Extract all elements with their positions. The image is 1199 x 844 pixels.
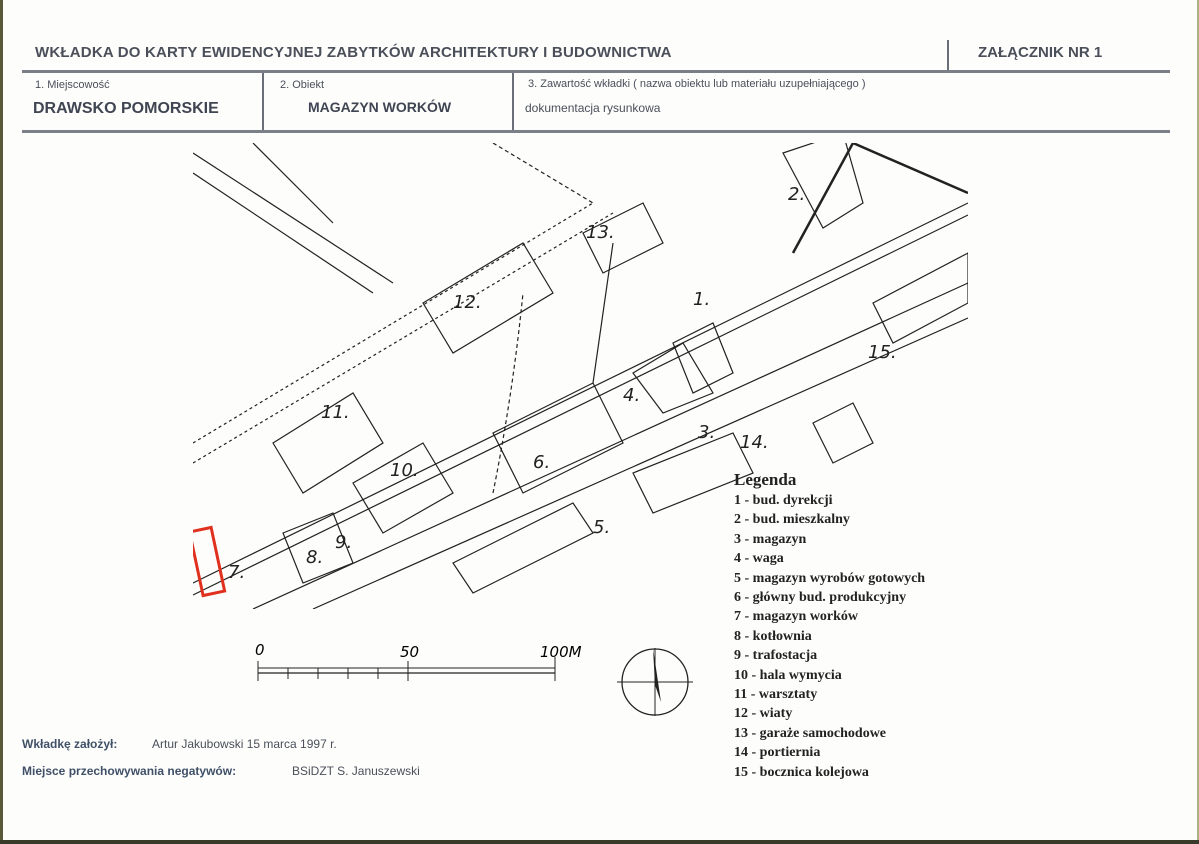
scan-edge xyxy=(0,0,3,844)
building-11 xyxy=(272,392,384,494)
legend-item: 12 - wiaty xyxy=(734,706,793,722)
building-13 xyxy=(582,202,664,274)
boundary-line xyxy=(492,143,594,204)
road-line xyxy=(252,143,334,224)
building-6 xyxy=(492,382,624,494)
building-1 xyxy=(672,322,734,394)
map-label-10: 10. xyxy=(390,460,419,481)
map-label-6: 6. xyxy=(533,452,550,473)
document-title: WKŁADKA DO KARTY EWIDENCYJNEJ ZABYTKÓW A… xyxy=(35,44,672,61)
annex-number: ZAŁĄCZNIK NR 1 xyxy=(978,44,1103,61)
author-label: Wkładkę założył: xyxy=(22,737,118,751)
map-label-9: 9. xyxy=(335,532,352,553)
map-label-13: 13. xyxy=(586,222,615,243)
content-label: 3. Zawartość wkładki ( nazwa obiektu lub… xyxy=(528,78,866,90)
scale-end: 100M xyxy=(540,643,582,661)
map-label-2: 2. xyxy=(788,184,805,205)
divider xyxy=(262,73,264,131)
legend-item: 2 - bud. mieszkalny xyxy=(734,512,850,528)
locality-label: 1. Miejscowość xyxy=(35,79,110,91)
legend-item: 4 - waga xyxy=(734,551,784,567)
scale-start: 0 xyxy=(255,641,265,659)
map-label-8: 8. xyxy=(306,547,323,568)
divider xyxy=(947,40,949,70)
boundary-line xyxy=(193,202,594,444)
road-line xyxy=(193,152,394,284)
object-label: 2. Obiekt xyxy=(280,79,325,91)
content-value: dokumentacja rysunkowa xyxy=(525,101,661,115)
author-row: Wkładkę założył: xyxy=(22,737,117,751)
negatives-label: Miejsce przechowywania negatywów: xyxy=(22,764,237,778)
building-3 xyxy=(632,432,754,514)
map-label-12: 12. xyxy=(453,292,482,313)
scale-bar: 0 50 100M xyxy=(255,641,582,681)
scan-edge xyxy=(0,840,1199,844)
boundary-line xyxy=(791,143,855,254)
legend-item: 1 - bud. dyrekcji xyxy=(734,493,833,508)
boundary-line xyxy=(193,212,614,464)
rail-line xyxy=(193,202,968,584)
map-label-14: 14. xyxy=(740,432,769,453)
map-label-1: 1. xyxy=(693,289,710,310)
legend-item: 11 - warsztaty xyxy=(734,687,818,703)
map-label-3: 3. xyxy=(698,422,715,443)
road-line xyxy=(312,317,968,609)
building-14 xyxy=(812,402,874,464)
road-line xyxy=(252,282,968,609)
building-4 xyxy=(632,342,714,414)
building-2 xyxy=(782,143,864,229)
rail-line xyxy=(193,214,968,596)
map-label-4: 4. xyxy=(623,385,640,406)
divider xyxy=(22,70,1170,73)
north-arrow-icon xyxy=(617,648,693,716)
negatives-value: BSiDZT S. Januszewski xyxy=(292,764,420,778)
legend-item: 15 - bocznica kolejowa xyxy=(734,764,869,780)
map-label-15: 15. xyxy=(868,342,897,363)
building-12 xyxy=(422,242,554,354)
locality-value: DRAWSKO POMORSKIE xyxy=(33,100,219,117)
legend-item: 14 - portiernia xyxy=(734,745,821,761)
map-label-7: 7. xyxy=(228,562,245,583)
highlighted-building-7 xyxy=(193,525,227,598)
map-label-11: 11. xyxy=(321,402,350,423)
building-8 xyxy=(282,512,354,584)
legend-item: 8 - kotłownia xyxy=(734,628,812,644)
legend-item: 7 - magazyn worków xyxy=(734,609,859,625)
legend-title: Legenda xyxy=(734,470,797,489)
object-value: MAGAZYN WORKÓW xyxy=(308,99,452,115)
scan-edge xyxy=(1197,0,1199,844)
scale-mid: 50 xyxy=(400,643,419,661)
legend-item: 6 - główny bud. produkcyjny xyxy=(734,590,907,606)
boundary-line xyxy=(852,143,968,195)
legend-item: 5 - magazyn wyrobów gotowych xyxy=(734,570,926,586)
divider xyxy=(512,73,514,131)
map-label-5: 5. xyxy=(593,517,610,538)
negatives-row: Miejsce przechowywania negatywów: xyxy=(22,764,236,778)
author-value: Artur Jakubowski 15 marca 1997 r. xyxy=(152,737,337,751)
legend-item: 3 - magazyn xyxy=(734,531,807,547)
site-plan-map: 1. 2. 3. 4. 5. 6. 7. 8. 9. 10. 11. 12. 1… xyxy=(193,143,968,609)
legend-item: 10 - hala wymycia xyxy=(734,667,842,683)
map-legend: Legenda 1 - bud. dyrekcji 2 - bud. miesz… xyxy=(734,470,925,782)
building-10 xyxy=(352,442,454,534)
building-15 xyxy=(872,252,968,344)
building-5 xyxy=(452,502,594,594)
legend-item: 13 - garaże samochodowe xyxy=(734,725,887,741)
road-line xyxy=(193,172,374,294)
divider xyxy=(22,130,1170,133)
legend-item: 9 - trafostacja xyxy=(734,648,818,664)
